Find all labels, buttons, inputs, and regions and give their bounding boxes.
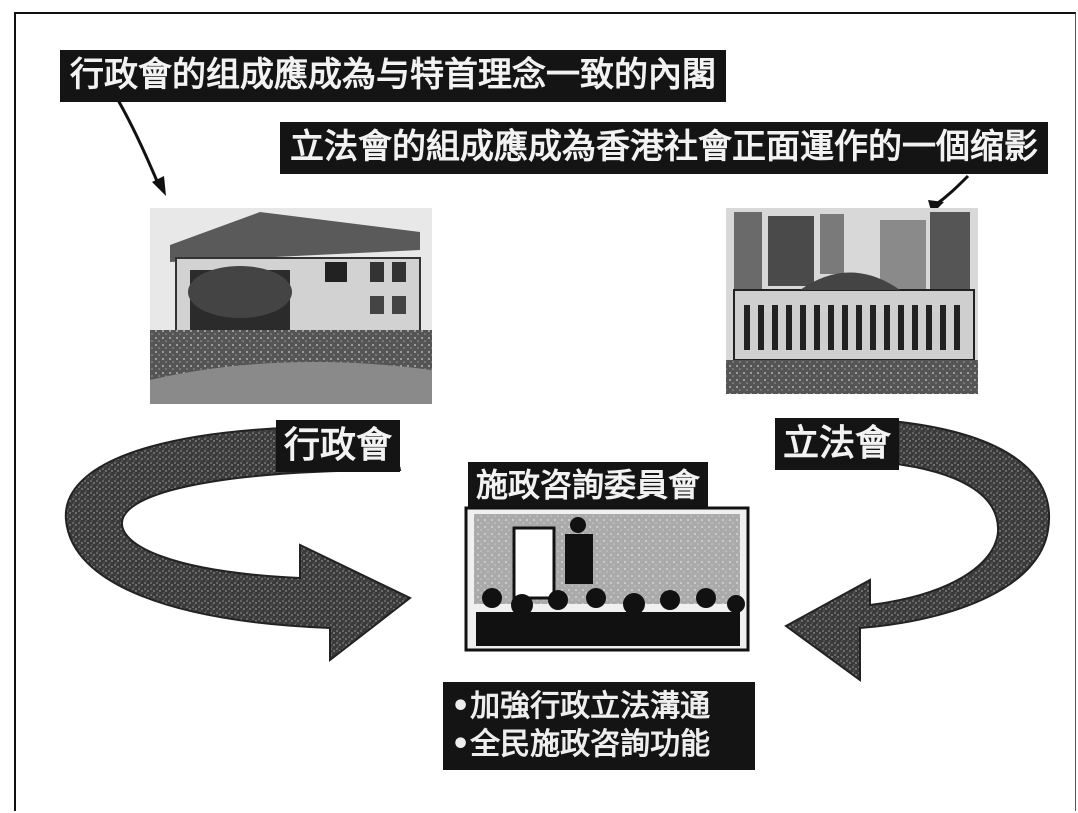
exco-pointer-arrow	[116, 99, 166, 196]
diagram-frame	[14, 12, 1076, 811]
outcome-bullets: •加強行政立法溝通 •全民施政咨詢功能	[443, 682, 755, 770]
exco-building-photo	[150, 208, 432, 404]
council-meeting-image	[464, 506, 750, 652]
legco-building-photo	[726, 208, 978, 394]
exco-tag: 行政會	[276, 420, 401, 472]
legco-curved-arrow	[784, 418, 1051, 682]
bullet-item: •全民施政咨詢功能	[451, 727, 711, 762]
legco-tag: 立法會	[775, 418, 900, 470]
bullet-item: •加強行政立法溝通	[451, 689, 711, 724]
legco-statement-title: 立法會的組成應成為香港社會正面運作的一個缩影	[280, 122, 1048, 174]
council-tag: 施政咨詢委員會	[468, 462, 709, 508]
exco-statement-title: 行政會的组成應成為与特首理念一致的內閣	[60, 50, 726, 102]
exco-curved-arrow	[64, 425, 412, 663]
